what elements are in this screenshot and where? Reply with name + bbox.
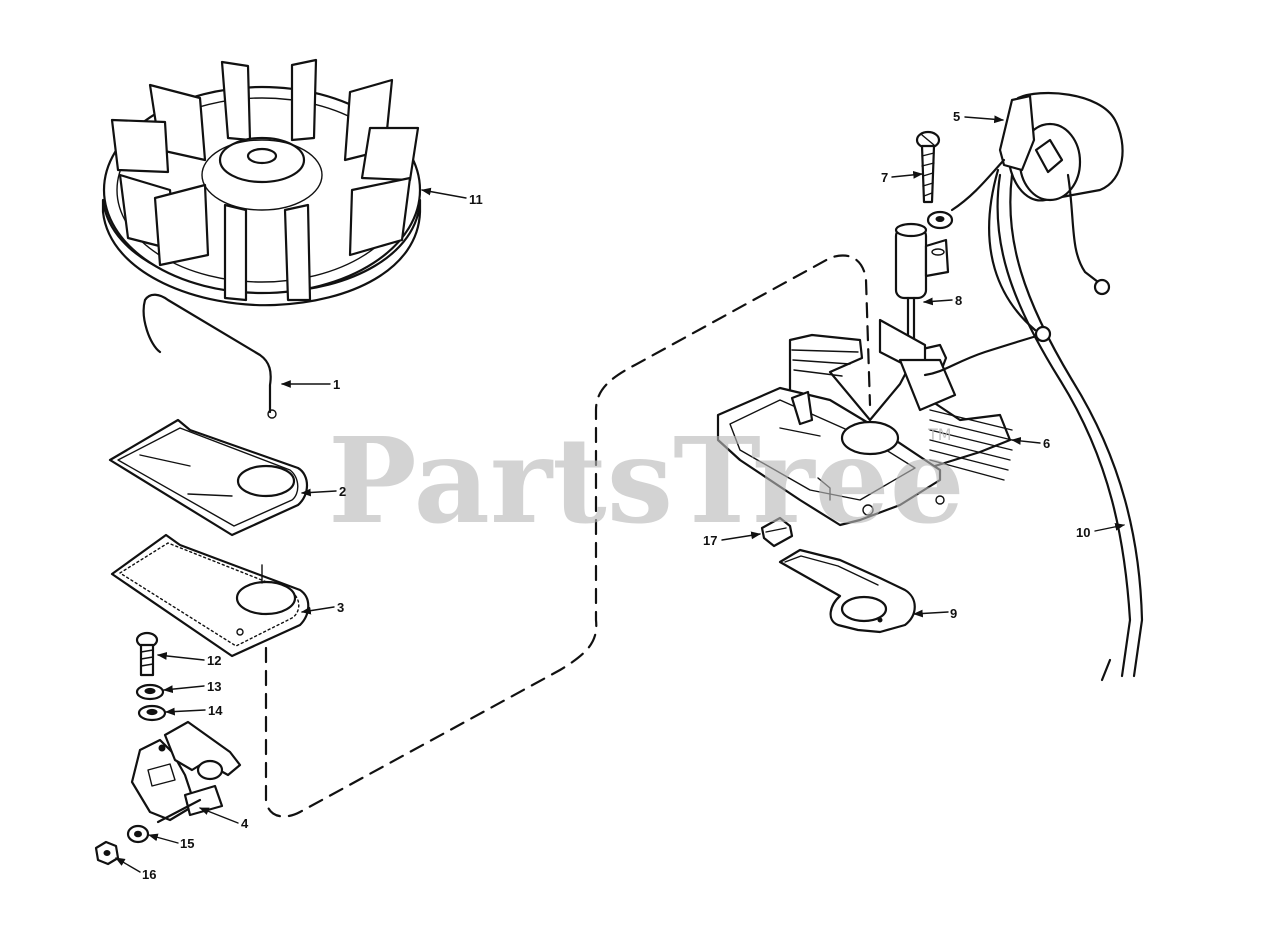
flat-washer-part-14[interactable] [137,704,167,722]
stator-armature-plate-part[interactable] [716,318,1052,527]
watermark: PartsTree TM [328,411,965,550]
flywheel-part[interactable] [101,58,422,307]
callout-1: 1 [333,377,340,392]
callout-10: 10 [1076,525,1090,540]
callout-15: 15 [180,836,194,851]
screw-part-7[interactable] [915,130,941,204]
callout-14: 14 [208,703,223,718]
assembly-dashed-line [264,254,872,818]
callout-12: 12 [207,653,221,668]
callout-2: 2 [339,484,346,499]
callout-13: 13 [207,679,221,694]
callout-16: 16 [142,867,156,882]
condenser-part[interactable] [894,222,950,354]
wire-spring-part[interactable] [142,293,277,419]
callout-11: 11 [469,192,483,207]
watermark-trademark: TM [927,425,952,444]
watermark-text: PartsTree [328,411,965,550]
washer-part-15[interactable] [126,824,150,844]
callout-5: 5 [953,109,960,124]
nut-part-16[interactable] [94,840,120,866]
screw-part-12[interactable] [135,631,159,677]
callout-17: 17 [703,533,717,548]
callout-8: 8 [955,293,962,308]
gasket-part[interactable] [110,533,310,658]
callout-7: 7 [881,170,888,185]
leader-lines [115,115,1125,873]
high-tension-wire-part[interactable] [996,173,1144,682]
breaker-points-part[interactable] [130,720,242,824]
felt-wick-part[interactable] [760,516,794,548]
callout-3: 3 [337,600,344,615]
ignition-coil-part[interactable] [950,92,1124,332]
callout-6: 6 [1043,436,1050,451]
callout-4: 4 [241,816,249,831]
retainer-plate-part[interactable] [778,548,916,634]
lock-washer-part-13[interactable] [135,683,165,701]
ring-terminal [926,210,954,230]
callout-9: 9 [950,606,957,621]
cover-plate-part[interactable] [108,418,309,537]
